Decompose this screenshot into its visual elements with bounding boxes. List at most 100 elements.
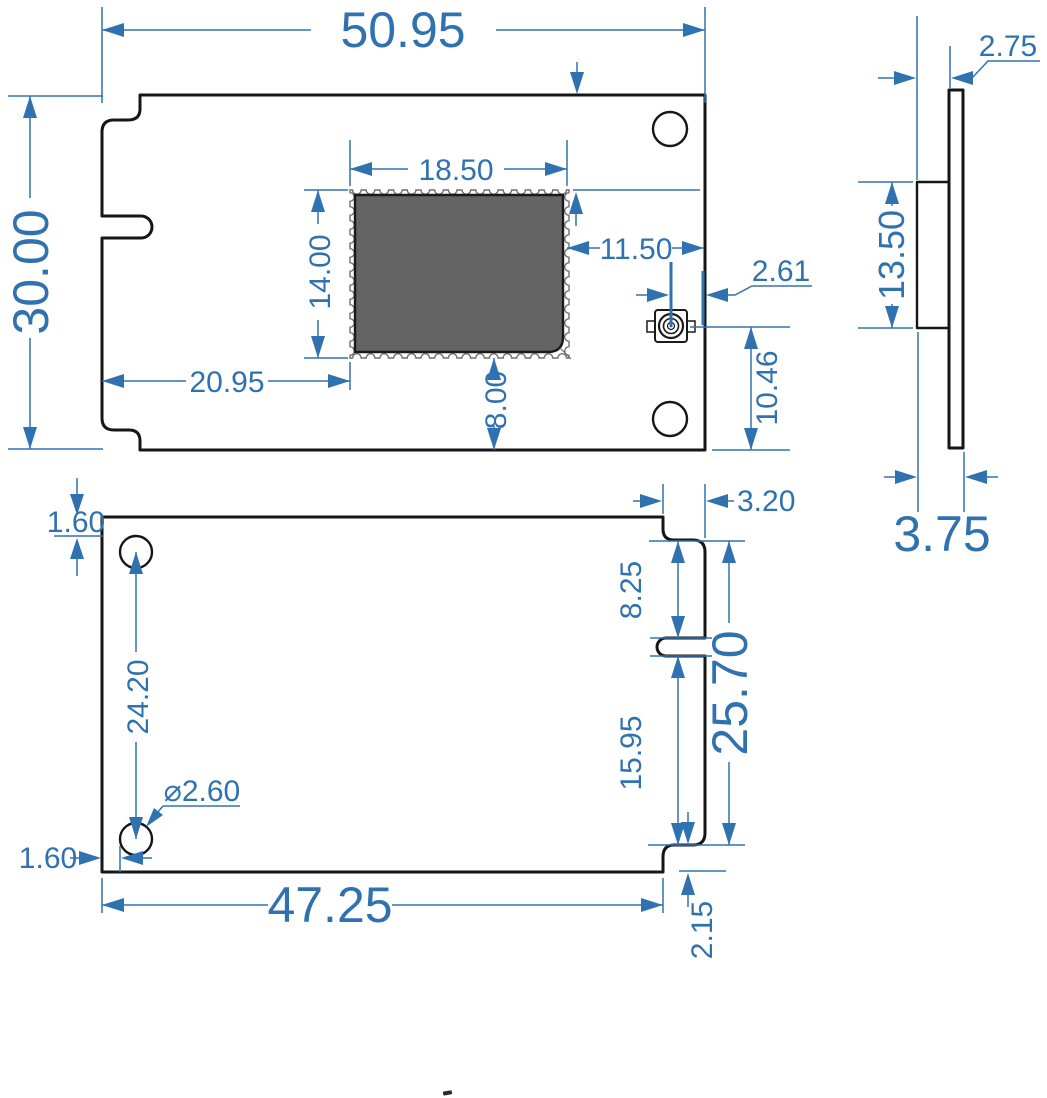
arrowhead <box>146 808 163 827</box>
arrowhead <box>328 374 350 388</box>
arrowhead <box>681 822 695 844</box>
dim-label: 3.75 <box>893 506 990 562</box>
dim-label: 18.50 <box>418 154 493 187</box>
arrowhead <box>706 288 728 302</box>
mounting-hole <box>651 110 689 148</box>
dim-label: 50.95 <box>340 2 465 58</box>
arrowhead <box>70 494 84 515</box>
side-view: 2.75 13.50 3.75 <box>858 16 1040 562</box>
arrowhead <box>487 358 501 380</box>
dim-hole-edge-left: 1.60 <box>19 842 152 875</box>
dim-label: 14.00 <box>304 234 337 309</box>
arrowhead <box>885 182 899 204</box>
arrowhead <box>671 541 685 563</box>
arrowhead <box>722 823 736 845</box>
shield-edge-reference-arrows <box>569 62 700 226</box>
mounting-hole <box>651 400 689 438</box>
dim-label: 11.50 <box>600 233 673 266</box>
arrowhead <box>895 470 917 484</box>
arrowhead <box>79 851 101 865</box>
arrowhead <box>567 241 589 255</box>
arrowhead <box>311 190 325 212</box>
arrowhead <box>129 817 143 839</box>
arrowhead <box>102 898 124 912</box>
dim-label: 1.60 <box>19 842 77 875</box>
board-profile <box>947 88 965 450</box>
arrowhead <box>102 23 124 37</box>
arrowhead <box>722 541 736 563</box>
arrowhead <box>545 162 567 176</box>
dim-label: 47.25 <box>267 877 392 933</box>
shield-corner-tick <box>559 347 572 360</box>
dim-overall-width: 50.95 <box>101 2 706 103</box>
dim-shield-offset-left: 20.95 <box>102 362 351 399</box>
connector-tab <box>646 320 656 333</box>
dim-label: 30.00 <box>3 209 59 334</box>
dim-label: ⌀2.60 <box>164 775 240 808</box>
dim-antenna-to-edge: 2.61 <box>636 255 812 327</box>
dim-label: 2.75 <box>979 30 1037 63</box>
arrowhead <box>640 494 662 508</box>
dim-label: 3.20 <box>737 485 795 518</box>
dim-label: 10.46 <box>751 350 784 425</box>
dim-label: 13.50 <box>871 210 912 300</box>
shield-profile <box>915 180 951 330</box>
bottom-view: 1.60 24.20 ⌀2.60 1.60 <box>19 478 795 959</box>
dim-corner-step-width: 3.20 <box>633 484 795 538</box>
dim-label: 24.20 <box>122 659 155 734</box>
arrowhead <box>744 327 758 349</box>
shield-lid <box>353 193 565 354</box>
arrowhead <box>744 428 758 450</box>
dim-label: 1.60 <box>47 506 105 539</box>
arrowhead <box>570 72 584 94</box>
dim-hole-diameter: ⌀2.60 <box>146 775 240 827</box>
arrowhead <box>23 96 37 118</box>
arrowhead <box>671 656 685 678</box>
dim-shield-width: 18.50 <box>349 140 568 187</box>
dim-hole-pitch: 24.20 <box>122 552 155 839</box>
dim-label: 8.25 <box>615 561 648 619</box>
dim-overall-height: 30.00 <box>3 95 103 450</box>
arrowhead <box>487 428 501 450</box>
arrowhead <box>350 162 372 176</box>
dim-corner-step-height: 2.15 <box>679 812 726 959</box>
dim-right-edge-length: 25.70 <box>648 541 758 846</box>
arrowhead <box>894 71 916 85</box>
dim-label: 25.70 <box>702 630 758 755</box>
arrowhead <box>647 288 669 302</box>
dim-label: 2.15 <box>686 901 719 959</box>
stray-mark <box>442 1090 453 1096</box>
dim-label: 15.95 <box>615 715 648 790</box>
arrowhead <box>121 851 143 865</box>
dim-notch-to-step: 15.95 <box>615 655 712 845</box>
rf-shield <box>349 189 572 360</box>
arrowhead <box>965 470 987 484</box>
arrowhead <box>671 823 685 845</box>
arrowhead <box>951 71 973 85</box>
leader-line <box>971 60 1040 79</box>
dim-shield-offset-bottom: 8.00 <box>480 358 513 450</box>
dim-shield-height: 14.00 <box>304 189 348 359</box>
dim-shield-to-right-edge: 11.50 <box>567 233 704 266</box>
dim-shield-length: 13.50 <box>858 181 913 329</box>
arrowhead <box>682 241 704 255</box>
top-view: 50.95 30.00 18.50 14.00 <box>3 2 812 452</box>
leader-line <box>727 285 812 296</box>
dim-shield-standoff: 2.75 <box>878 16 1040 180</box>
arrowhead <box>569 192 583 214</box>
arrowhead <box>641 898 663 912</box>
arrowhead <box>671 616 685 638</box>
arrowhead <box>681 873 695 895</box>
dim-total-thickness: 3.75 <box>884 332 998 562</box>
arrowhead <box>311 336 325 358</box>
dim-label: 8.00 <box>480 371 513 429</box>
arrowhead <box>129 552 143 574</box>
arrowhead <box>102 374 124 388</box>
arrowhead <box>70 538 84 559</box>
arrowhead <box>885 306 899 328</box>
dim-label: 2.61 <box>752 255 810 288</box>
dim-hole-edge-top: 1.60 <box>47 478 105 576</box>
dim-antenna-to-bottom: 10.46 <box>690 326 790 451</box>
